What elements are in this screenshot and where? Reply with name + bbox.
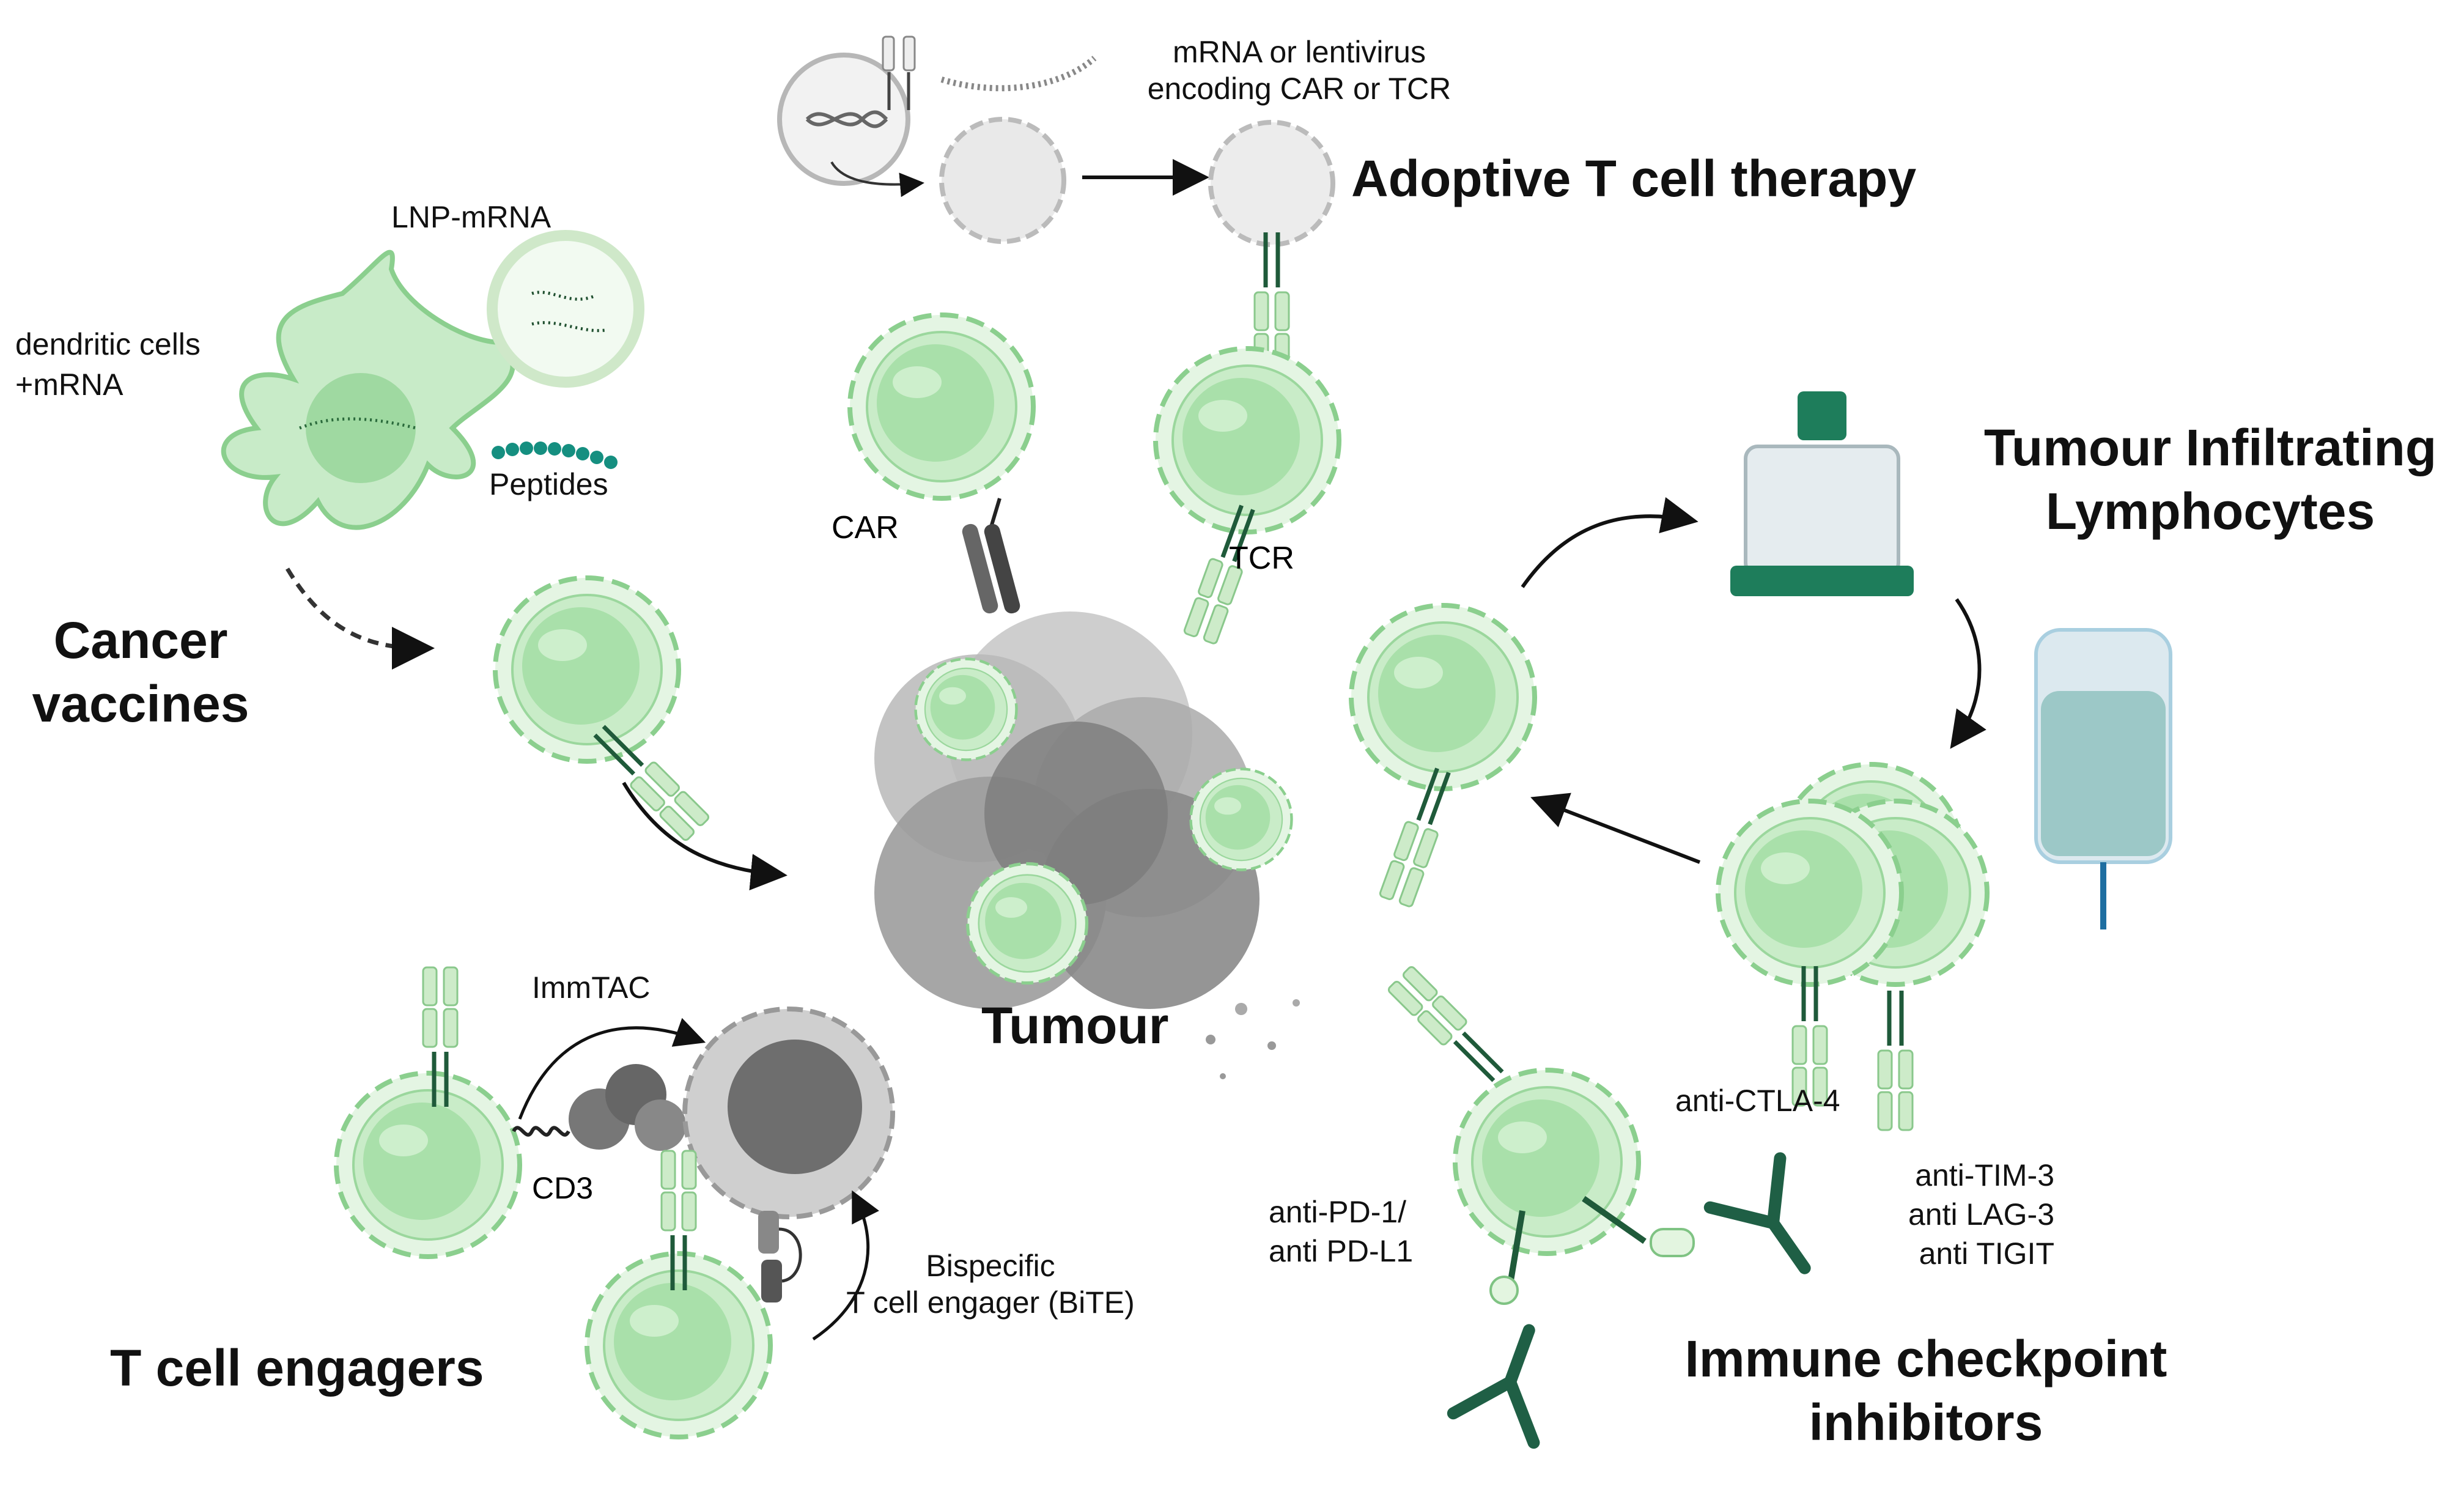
- car-t-cell-icon: [850, 315, 1033, 614]
- anti-lag3-line: anti LAG-3: [1908, 1197, 2054, 1232]
- engineered-t-cell-icon: [1208, 120, 1335, 372]
- target-cell-icon: [682, 1007, 895, 1219]
- til-arrow-2: [1950, 598, 1986, 749]
- tcr-label: TCR: [1229, 541, 1294, 576]
- bite-label: Bispecific T cell engager (BiTE): [807, 1247, 1174, 1321]
- lnp-icon: [487, 230, 644, 388]
- dendritic-label: dendritic cells +mRNA: [15, 324, 201, 405]
- anti-tigit-line: anti TIGIT: [1919, 1236, 2054, 1271]
- bite-label-line1: Bispecific: [926, 1249, 1055, 1283]
- anti-pd1-line1: anti-PD-1/: [1269, 1195, 1407, 1229]
- icb-heading-line2: inhibitors: [1809, 1394, 2043, 1451]
- icb-heading: Immune checkpoint inhibitors: [1651, 1327, 2201, 1454]
- cancer-vaccines-line1: Cancer: [53, 611, 228, 669]
- immtac-icon: [512, 1064, 686, 1151]
- vaccine-t-cell-icon: [495, 578, 710, 841]
- immtac-arrow: [518, 1018, 706, 1120]
- engager-t-cell-icon: [336, 967, 520, 1257]
- icb-heading-line1: Immune checkpoint: [1684, 1330, 2167, 1387]
- vector-label: mRNA or lentivirus encoding CAR or TCR: [1140, 34, 1458, 107]
- til-heading-line2: Lymphocytes: [2045, 482, 2375, 540]
- tcr-t-cell-icon: [1156, 349, 1339, 645]
- dendritic-cell-icon: [221, 249, 515, 530]
- til-arrow-3: [1530, 792, 1701, 864]
- tumour-label: Tumour: [981, 997, 1169, 1054]
- dashed-arrow: [285, 567, 435, 670]
- til-arrow-1: [1521, 497, 1699, 588]
- cancer-vaccines-heading: Cancer vaccines: [12, 608, 269, 736]
- mrna-strand-icon: [940, 56, 1097, 92]
- transduction-arrow: [830, 161, 924, 198]
- anti-pd1-line2: anti PD-L1: [1269, 1234, 1414, 1268]
- til-cluster-icon: [1718, 764, 1987, 1130]
- naive-t-cell-icon: [939, 117, 1066, 244]
- t-cell-engagers-heading: T cell engagers: [110, 1339, 484, 1397]
- anti-ctla4-label: anti-CTLA-4: [1675, 1084, 1840, 1118]
- anti-tim3-antibody-icon: [1710, 1158, 1840, 1293]
- bioreactor-icon: [1730, 391, 1914, 596]
- lnp-mrna-label: LNP-mRNA: [391, 200, 551, 234]
- immtac-label: ImmTAC: [532, 970, 651, 1005]
- dna-icon: [805, 110, 888, 128]
- peptide-chain-icon: [492, 442, 618, 469]
- cancer-vaccines-line2: vaccines: [32, 675, 249, 733]
- car-label: CAR: [832, 510, 899, 545]
- anti-tim3-label: anti-TIM-3 anti LAG-3 anti TIGIT: [1828, 1156, 2060, 1273]
- anti-pd1-label: anti-PD-1/ anti PD-L1: [1269, 1192, 1413, 1271]
- anti-pd1-antibody-icon: [1453, 1315, 1570, 1443]
- peptides-label: Peptides: [489, 467, 608, 501]
- anti-tim3-line: anti-TIM-3: [1915, 1158, 2054, 1192]
- vaccine-to-tumour-arrow: [622, 781, 788, 891]
- virus-icon: [777, 53, 910, 186]
- bite-label-line2: T cell engager (BiTE): [846, 1285, 1135, 1320]
- bite-arrow: [812, 1190, 880, 1341]
- til-heading-line1: Tumour Infiltrating: [1983, 419, 2437, 476]
- cd3-label: CD3: [532, 1171, 593, 1205]
- reinfused-t-cell-icon: [1351, 605, 1535, 907]
- receptor-construct-icon: [882, 35, 916, 110]
- adoptive-heading: Adoptive T cell therapy: [1351, 150, 1917, 207]
- bite-icon: [758, 1211, 802, 1302]
- dendritic-label-line1: dendritic cells: [15, 327, 201, 361]
- vector-label-line2: encoding CAR or TCR: [1147, 72, 1451, 106]
- vector-label-line1: mRNA or lentivirus: [1173, 35, 1426, 69]
- dendritic-label-line2: +mRNA: [15, 368, 124, 402]
- til-heading: Tumour Infiltrating Lymphocytes: [1963, 416, 2458, 543]
- iv-bag-icon: [2034, 628, 2172, 929]
- tumour-icon: [874, 611, 1300, 1079]
- checkpoint-t-cell-icon: [1387, 966, 1695, 1305]
